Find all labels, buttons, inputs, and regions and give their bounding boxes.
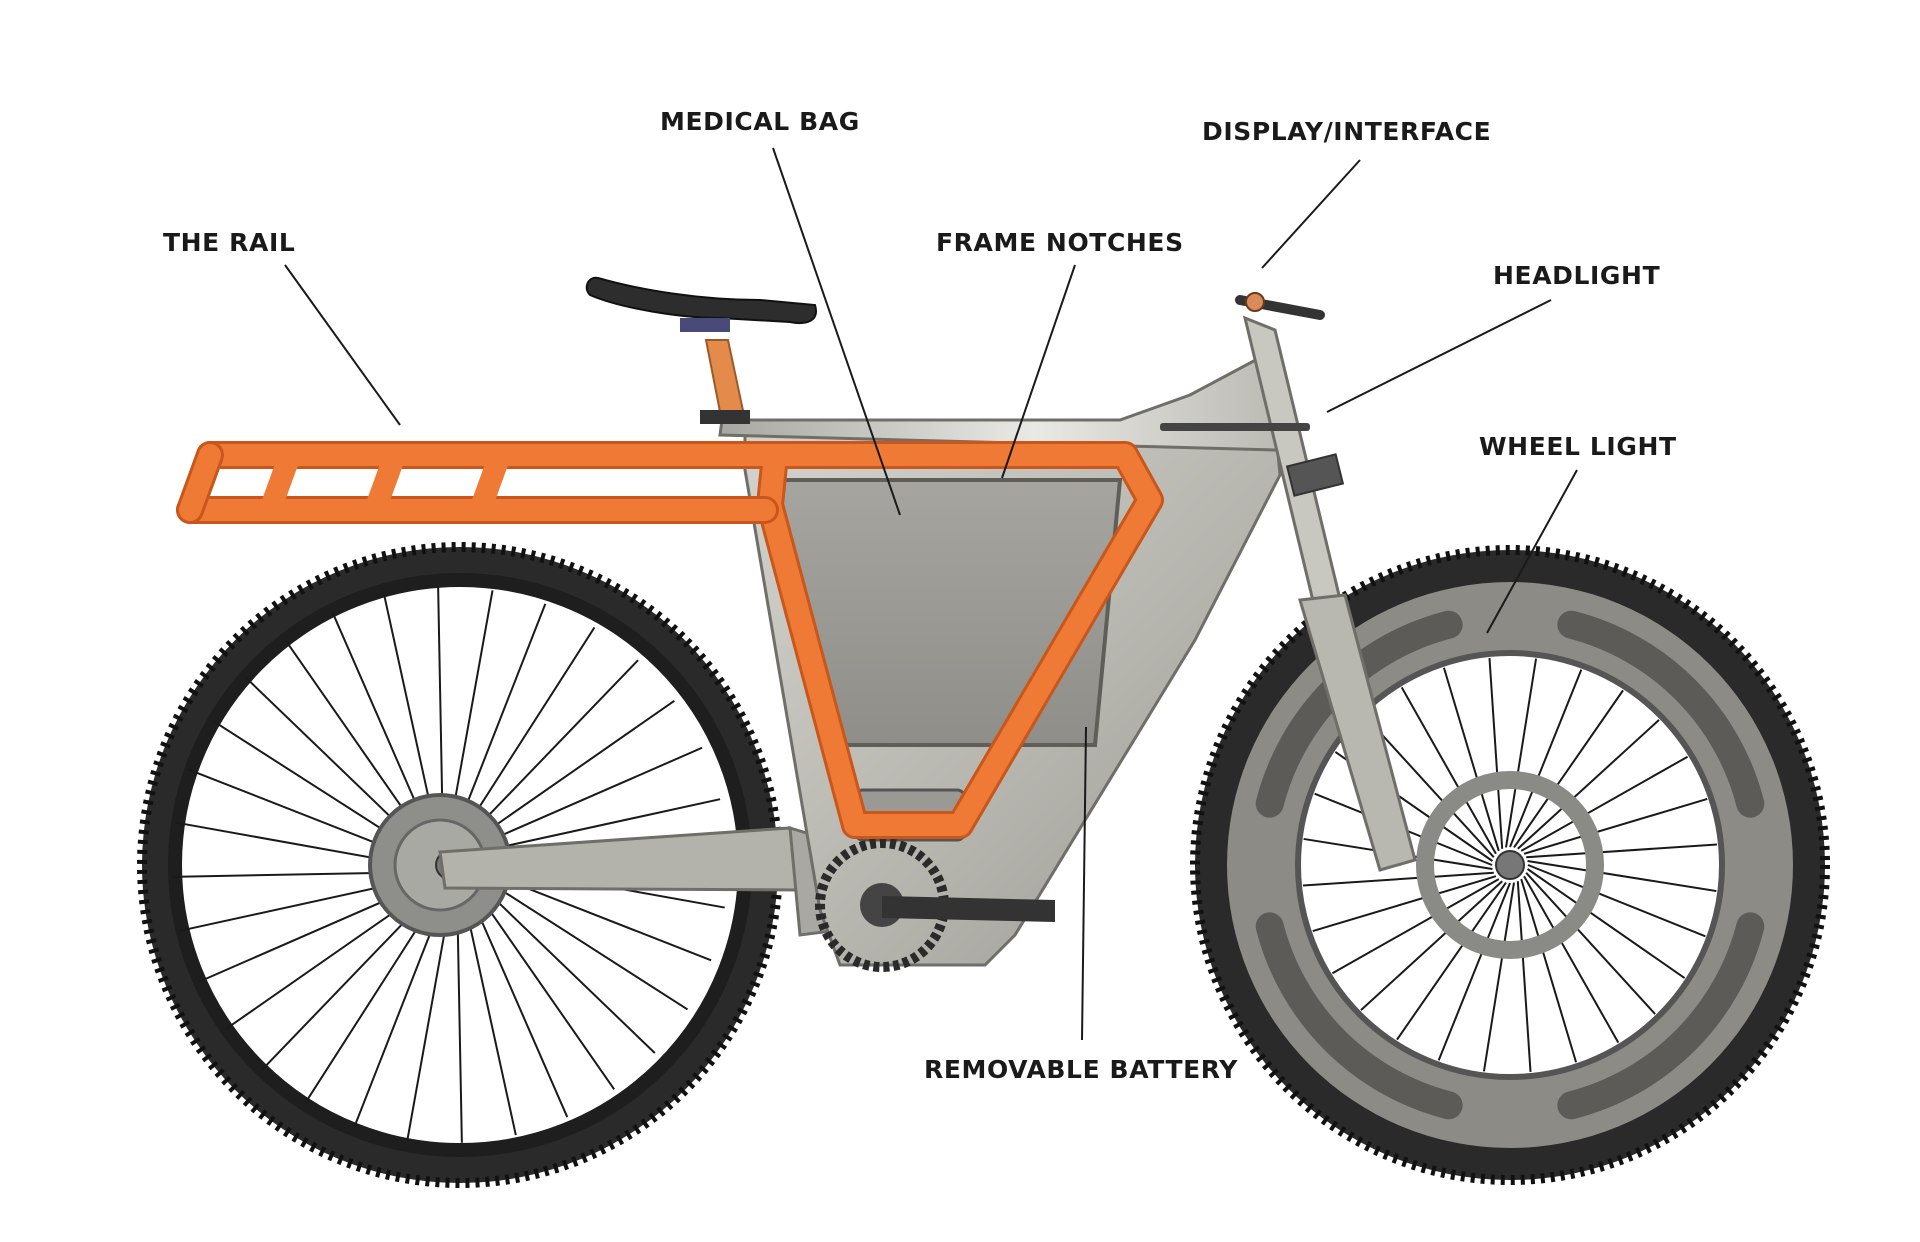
disc-brake-rotor (1416, 771, 1604, 959)
front-spokes (1302, 657, 1718, 1073)
display-interface-unit (1245, 292, 1265, 312)
spoke (1523, 875, 1620, 1044)
saddle (585, 276, 817, 324)
leader-wheel-light (1486, 469, 1578, 634)
spoke (1505, 658, 1538, 848)
leader-removable-battery (1081, 726, 1087, 1041)
label-frame-notches: FRAME NOTCHES (936, 228, 1184, 257)
handlebar (1235, 292, 1325, 320)
callout-labels: THE RAIL MEDICAL BAG FRAME NOTCHES DISPL… (163, 107, 1677, 1084)
spoke (1520, 878, 1578, 1063)
spoke (1527, 864, 1706, 938)
spoke (1526, 868, 1686, 979)
label-the-rail: THE RAIL (163, 228, 295, 257)
spoke (1364, 715, 1495, 858)
spoke (1517, 719, 1660, 850)
spoke (1400, 686, 1497, 855)
spoke (1525, 872, 1656, 1015)
spoke (1526, 843, 1718, 859)
frame-top-shell (718, 352, 1292, 452)
rail-stripes (259, 451, 511, 514)
wheel-light-slot (1557, 610, 1765, 818)
leader-frame-notches (1001, 264, 1076, 479)
spoke (1360, 880, 1503, 1011)
spoke (1509, 669, 1583, 848)
label-headlight: HEADLIGHT (1493, 261, 1660, 290)
label-display-interface: DISPLAY/INTERFACE (1202, 117, 1491, 146)
leader-medical-bag (772, 147, 901, 516)
leader-display-interface (1261, 159, 1361, 269)
spoke (1312, 875, 1497, 933)
front-tire-tread (1190, 545, 1830, 1185)
spoke (1482, 882, 1515, 1072)
seat (585, 276, 817, 424)
leader-headlight (1326, 299, 1552, 413)
spoke (1437, 882, 1511, 1061)
spoke (1488, 657, 1504, 849)
spoke (1396, 881, 1507, 1041)
spoke (1442, 667, 1500, 852)
leader-the-rail (284, 264, 401, 426)
spoke (1520, 755, 1689, 852)
the-rail (176, 441, 1164, 839)
spoke (1302, 871, 1494, 887)
front-wheel (1190, 545, 1830, 1185)
chainring (815, 838, 1055, 972)
spoke (1527, 860, 1717, 893)
front-hub (1495, 850, 1525, 880)
spoke (1516, 881, 1532, 1073)
headlight-strip (1160, 423, 1310, 431)
label-removable-battery: REMOVABLE BATTERY (924, 1055, 1238, 1084)
spoke (1513, 689, 1624, 849)
label-medical-bag: MEDICAL BAG (660, 107, 860, 136)
wheel-light-slot (1557, 912, 1765, 1120)
spoke (1523, 797, 1708, 855)
leader-lines (284, 147, 1578, 1041)
label-wheel-light: WHEEL LIGHT (1479, 432, 1677, 461)
spoke (1331, 878, 1500, 975)
fork (1242, 315, 1417, 872)
wheel-light-slot (1255, 912, 1463, 1120)
